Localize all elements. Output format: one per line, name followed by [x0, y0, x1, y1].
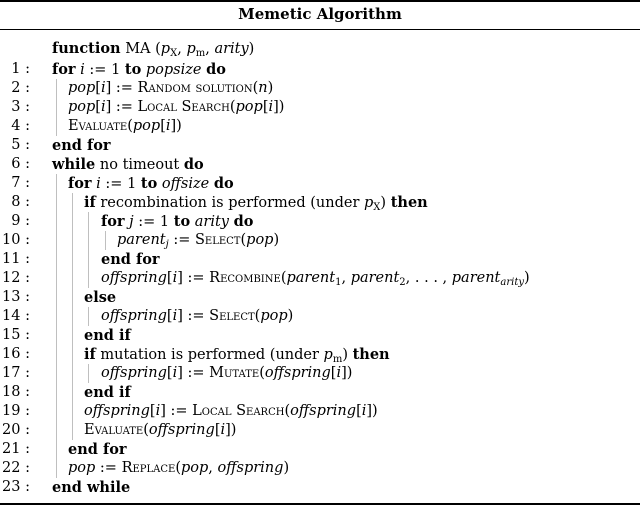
line-number: 21 : — [2, 441, 30, 457]
line-number: 5 : — [11, 137, 30, 153]
line-number: 14 : — [2, 308, 30, 324]
algo-line-12: 12 : offspring[i] := Recombine(parent1, … — [0, 269, 640, 288]
algo-line-15: 15 : end if — [0, 326, 640, 345]
algorithm-title: Memetic Algorithm — [238, 5, 402, 23]
line-number: 16 : — [2, 346, 30, 362]
function-name: MA — [125, 41, 151, 57]
line-number: 13 : — [2, 289, 30, 305]
algo-line-21: 21 : end for — [0, 440, 640, 459]
line-number: 15 : — [2, 327, 30, 343]
algo-line-14: 14 : offspring[i] := Select(pop) — [0, 307, 640, 326]
line-number: 19 : — [2, 403, 30, 419]
indent-guide — [88, 364, 89, 383]
function-header: function MA (pX, pm, arity) — [52, 40, 255, 59]
line-number: 10 : — [2, 232, 30, 248]
algo-line-1: 1 : for i := 1 to popsize do — [0, 60, 640, 79]
algo-line-3: 3 : pop[i] := Local Search(pop[i]) — [0, 98, 640, 117]
algo-line-8: 8 : if recombination is performed (under… — [0, 193, 640, 213]
line-number: 17 : — [2, 365, 30, 381]
line-number: 11 : — [2, 251, 30, 267]
algo-line-22: 22 : pop := Replace(pop, offspring) — [0, 459, 640, 478]
algo-line-13: 13 : else — [0, 288, 640, 307]
line-number: 1 : — [11, 61, 30, 77]
algo-line-16: 16 : if mutation is performed (under pm)… — [0, 345, 640, 365]
indent-guide — [72, 193, 73, 440]
algo-line-19: 19 : offspring[i] := Local Search(offspr… — [0, 402, 640, 421]
line-number: 2 : — [11, 80, 30, 96]
algo-line-18: 18 : end if — [0, 383, 640, 402]
algo-line-23: 23 : end while — [0, 478, 640, 497]
algo-line-20: 20 : Evaluate(offspring[i]) — [0, 421, 640, 440]
line-number: 4 : — [11, 118, 30, 134]
line-number: 7 : — [11, 175, 30, 191]
top-rule — [0, 0, 640, 2]
function-keyword: function — [52, 40, 121, 57]
line-number: 8 : — [11, 194, 30, 210]
line-number: 3 : — [11, 99, 30, 115]
indent-guide — [88, 212, 89, 288]
indent-guide — [88, 307, 89, 326]
algo-line-9: 9 : for j := 1 to arity do — [0, 212, 640, 231]
indent-guide — [56, 174, 57, 478]
algo-line-4: 4 : Evaluate(pop[i]) — [0, 117, 640, 136]
algo-line-17: 17 : offspring[i] := Mutate(offspring[i]… — [0, 364, 640, 383]
title-rule — [0, 29, 640, 30]
line-number: 23 : — [2, 479, 30, 495]
line-number: 9 : — [11, 213, 30, 229]
algo-line-2: 2 : pop[i] := Random solution(n) — [0, 79, 640, 98]
indent-guide — [56, 79, 57, 136]
line-number: 20 : — [2, 422, 30, 438]
line-number: 18 : — [2, 384, 30, 400]
algo-line-7: 7 : for i := 1 to offsize do — [0, 174, 640, 193]
algo-line-6: 6 : while no timeout do — [0, 155, 640, 174]
algo-line-11: 11 : end for — [0, 250, 640, 269]
line-number: 22 : — [2, 460, 30, 476]
indent-guide — [105, 231, 106, 250]
algo-line-10: 10 : parentj := Select(pop) — [0, 231, 640, 250]
line-number: 6 : — [11, 156, 30, 172]
algo-line-5: 5 : end for — [0, 136, 640, 155]
bottom-rule — [0, 503, 640, 505]
line-number: 12 : — [2, 270, 30, 286]
